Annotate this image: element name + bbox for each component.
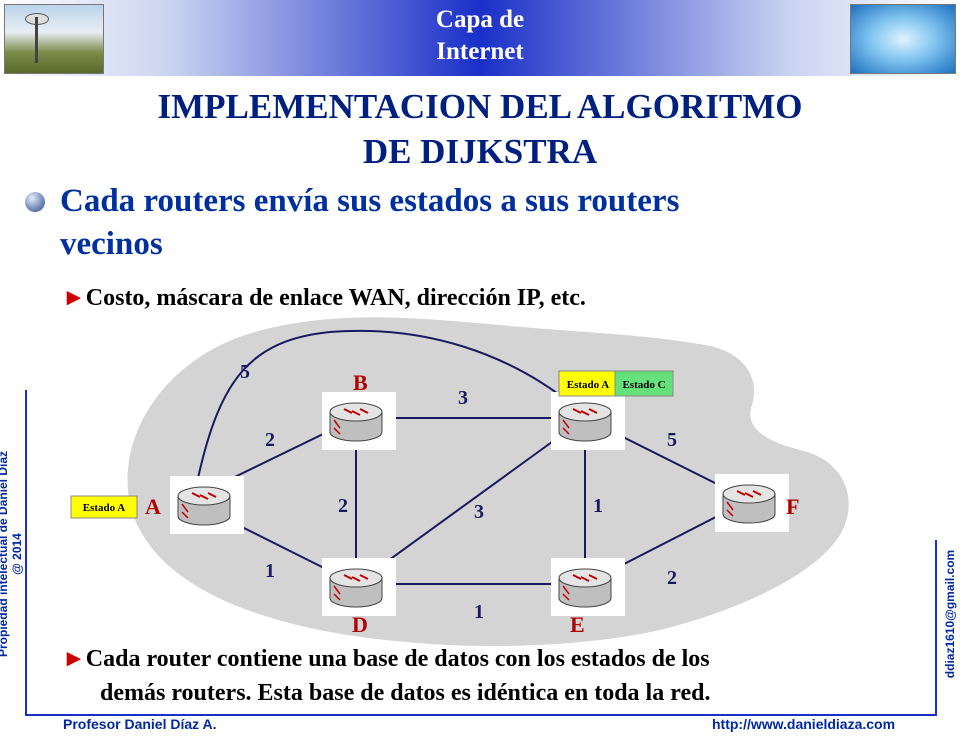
state-tag-c-top (614, 370, 674, 397)
weight-a-c: 5 (240, 361, 250, 383)
state-tag-a-top-label: Estado A (567, 379, 610, 391)
weight-d-e: 1 (474, 601, 484, 623)
slide-section-title: Capa de Internet (380, 4, 580, 68)
sub-bullet-1-text: Costo, máscara de enlace WAN, dirección … (85, 285, 586, 311)
footer-website-link[interactable]: http://www.danieldiaza.com (712, 716, 896, 732)
header-photo-abstract (850, 4, 956, 74)
page-title-line1: IMPLEMENTACION DEL ALGORITMO (157, 87, 803, 126)
state-tag-a-left-label: Estado A (83, 502, 126, 514)
weight-c-e: 1 (593, 495, 603, 517)
antenna-pole (35, 17, 38, 63)
page-title-line2: DE DIJKSTRA (362, 132, 598, 171)
weight-c-f: 5 (667, 429, 677, 451)
bullet-sphere-icon (25, 192, 45, 212)
node-label-a: A (145, 494, 161, 519)
sub-bullet-2-line1: Cada router contiene una base de datos c… (85, 646, 710, 672)
sub-bullet-2-line2: demás routers. Esta base de datos es idé… (100, 680, 711, 706)
network-cloud (127, 317, 849, 646)
weight-a-d: 1 (265, 560, 275, 582)
weight-b-d: 2 (338, 495, 348, 517)
section-title-line2: Internet (436, 38, 524, 65)
node-label-e: E (570, 612, 585, 637)
footer-author: Profesor Daniel Díaz A. (63, 716, 217, 732)
router-f-icon (715, 474, 789, 532)
router-e-icon (551, 558, 625, 616)
main-bullet-line2: vecinos (60, 226, 163, 262)
header-banner (0, 0, 960, 76)
email-vertical-text: ddiaz1610@gmail.com (943, 549, 957, 679)
state-tag-a-left (70, 495, 138, 519)
router-d-icon (322, 558, 396, 616)
weight-d-c: 3 (474, 501, 484, 523)
section-title-line1: Capa de (435, 6, 525, 33)
weight-b-c: 3 (458, 387, 468, 409)
router-b-icon (322, 392, 396, 450)
header-photo-antenna (4, 4, 104, 74)
triangle-bullet-icon: ► (62, 646, 86, 672)
sub-bullet-2: ►Cada router contiene una base de datos … (62, 642, 942, 710)
link-d-c (355, 417, 586, 585)
triangle-bullet-icon: ► (62, 285, 86, 311)
node-label-b: B (353, 370, 368, 395)
node-label-f: F (786, 494, 799, 519)
main-bullet-line1: Cada routers envía sus estados a sus rou… (60, 183, 680, 219)
right-border-line (935, 540, 937, 715)
link-a-c-long (197, 329, 586, 479)
sub-bullet-1: ►Costo, máscara de enlace WAN, dirección… (62, 281, 942, 315)
state-tag-c-top-label: Estado C (622, 379, 665, 391)
page-title: IMPLEMENTACION DEL ALGORITMO DE DIJKSTRA (80, 84, 880, 174)
router-a-icon (170, 476, 244, 534)
left-border-line (25, 390, 27, 715)
copyright-vertical-text: Propiedad intelectual de Daniel Díaz @ 2… (0, 450, 24, 658)
router-c-icon (551, 392, 625, 450)
weight-e-f: 2 (667, 567, 677, 589)
footer-divider (25, 714, 937, 716)
weight-a-b: 2 (265, 429, 275, 451)
node-label-d: D (352, 612, 368, 637)
main-bullet: Cada routers envía sus estados a sus rou… (60, 180, 880, 266)
